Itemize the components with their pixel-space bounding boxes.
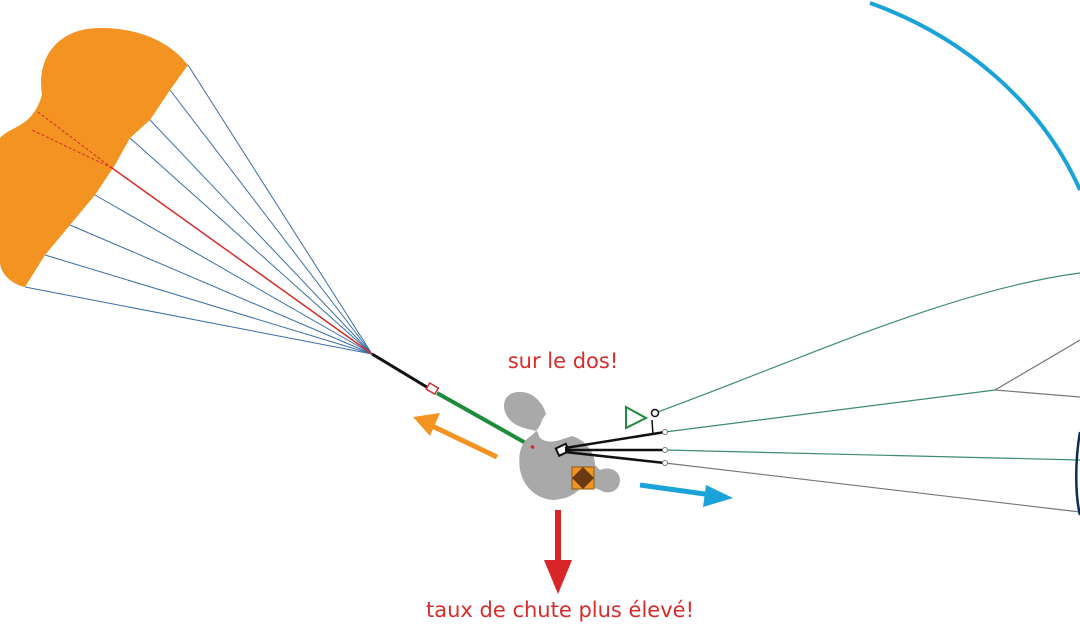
speedbar-triangle-icon: [625, 405, 649, 430]
pulley-icon: [650, 408, 660, 418]
main-wing-arc: [869, 1, 1080, 191]
central-line: [31, 111, 373, 355]
arrow-sink: [544, 510, 572, 594]
harness-risers: [564, 419, 666, 465]
label-inverted: sur le dos!: [507, 349, 619, 373]
riser-links: [662, 429, 668, 466]
reserve-riser: [436, 391, 532, 448]
reserve-canopy: [0, 28, 188, 287]
main-wing-lines: [654, 272, 1080, 513]
bridle-link: [425, 382, 440, 396]
arrow-reserve-pull: [413, 413, 499, 460]
reserve-container-icon: [571, 466, 595, 490]
arrow-wing-pull: [639, 482, 733, 507]
suspension-lines: [24, 64, 373, 355]
harness-carabiner-link: [530, 444, 535, 450]
main-wing-edge: [1075, 431, 1080, 516]
reserve-bridle: [371, 352, 431, 391]
label-sink-rate: taux de chute plus élevé!: [426, 598, 694, 622]
